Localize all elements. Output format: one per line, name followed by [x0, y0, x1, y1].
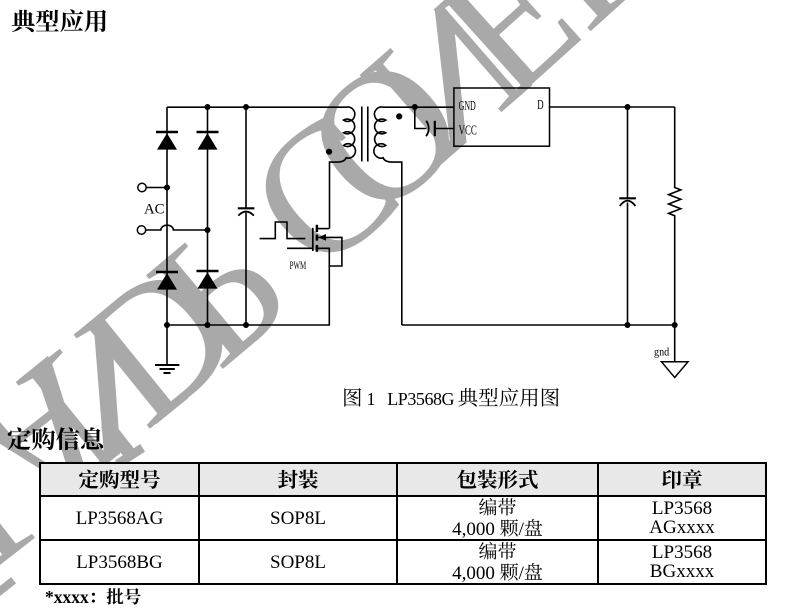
svg-text:VCC: VCC [459, 123, 477, 138]
svg-text:GND: GND [459, 98, 476, 113]
svg-text:AC: AC [144, 202, 165, 218]
svg-text:D: D [537, 97, 544, 112]
svg-text:gnd: gnd [654, 347, 669, 359]
svg-text:PWM: PWM [290, 260, 307, 272]
